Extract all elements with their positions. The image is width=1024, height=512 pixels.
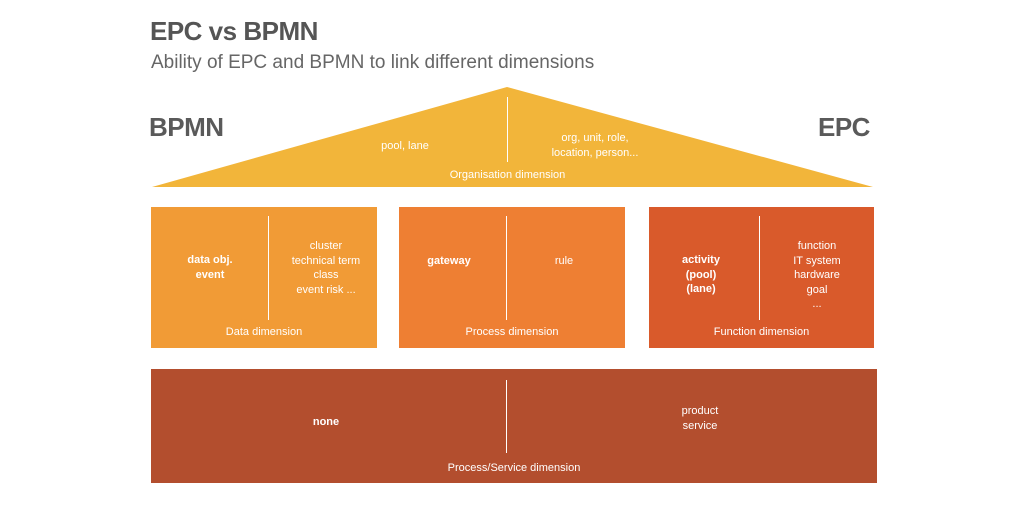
data-bpmn-line: event: [195, 268, 225, 281]
process-bpmn-text: gateway: [427, 255, 471, 267]
service-dimension-label: Process/Service dimension: [447, 462, 581, 474]
data-epc-line: class: [313, 269, 339, 281]
process-dimension-box: gateway rule Process dimension: [399, 207, 625, 348]
organisation-bpmn-text: pool, lane: [381, 140, 429, 152]
data-bpmn-line: data obj.: [187, 254, 233, 266]
function-dimension-box: activity (pool) (lane) function IT syste…: [649, 207, 874, 348]
process-divider: [506, 216, 507, 320]
function-epc-line: goal: [806, 283, 828, 296]
organisation-epc-line: location, person...: [551, 147, 639, 159]
service-epc-line: product: [681, 405, 719, 417]
organisation-epc-text: org, unit, role, location, person...: [530, 131, 660, 161]
function-epc-line: ...: [812, 298, 822, 310]
epc-side-label: EPC: [818, 112, 870, 142]
bpmn-side-label: BPMN: [149, 112, 224, 142]
data-epc-line: technical term: [291, 254, 361, 267]
function-epc-line: function: [797, 240, 837, 252]
organisation-epc-line: org, unit, role,: [561, 132, 629, 144]
data-dimension-box: data obj. event cluster technical term c…: [151, 207, 377, 348]
data-epc-line: event risk ...: [296, 283, 356, 296]
organisation-roof-shape: [152, 87, 873, 187]
function-bpmn-text: activity (pool) (lane): [651, 253, 751, 297]
service-bpmn-text: none: [312, 416, 340, 428]
service-epc-text: product service: [650, 404, 750, 433]
process-epc-text: rule: [554, 255, 574, 267]
data-divider: [268, 216, 269, 320]
page-title: EPC vs BPMN: [150, 16, 318, 46]
function-bpmn-line: activity: [682, 254, 720, 266]
organisation-dimension-label: Organisation dimension: [449, 169, 566, 181]
page-subtitle: Ability of EPC and BPMN to link differen…: [151, 52, 595, 73]
data-epc-line: cluster: [309, 240, 343, 252]
function-bpmn-line: (pool): [685, 268, 717, 281]
service-epc-line: service: [682, 419, 718, 432]
function-dimension-label: Function dimension: [713, 326, 810, 338]
data-bpmn-text: data obj. event: [161, 253, 259, 282]
process-dimension-label: Process dimension: [465, 326, 559, 338]
service-dimension-box: none product service Process/Service dim…: [151, 369, 877, 483]
service-divider: [506, 380, 507, 453]
function-epc-text: function IT system hardware goal ...: [767, 239, 867, 312]
function-epc-line: hardware: [794, 269, 840, 281]
organisation-roof: [152, 87, 873, 187]
data-epc-text: cluster technical term class event risk …: [276, 239, 376, 297]
function-divider: [759, 216, 760, 320]
data-dimension-label: Data dimension: [225, 326, 303, 338]
function-epc-line: IT system: [793, 254, 841, 267]
function-bpmn-line: (lane): [686, 283, 716, 295]
